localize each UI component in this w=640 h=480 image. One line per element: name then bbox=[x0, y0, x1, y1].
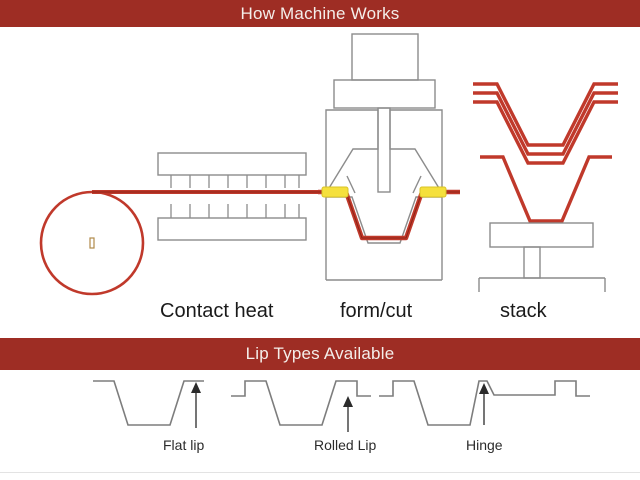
pedestal-cup-outline bbox=[480, 155, 612, 223]
upper-heater-plate-group bbox=[157, 152, 307, 188]
hinge-outline bbox=[379, 380, 590, 426]
lower-heater-plate-body bbox=[157, 217, 307, 241]
rolled-lip-arrow bbox=[343, 396, 353, 432]
press-head-group bbox=[333, 33, 436, 193]
flat-lip-arrow bbox=[191, 382, 201, 428]
header-title-top: How Machine Works bbox=[240, 3, 400, 23]
pedestal-post bbox=[523, 246, 541, 279]
stacked-cup-3 bbox=[473, 100, 618, 165]
lower-heater-plate-group bbox=[157, 204, 307, 241]
header-band-how-machine-works: How Machine Works bbox=[0, 0, 640, 27]
stacking-pedestal-group bbox=[478, 222, 606, 292]
stacked-cup-1 bbox=[473, 82, 618, 147]
lip-profile-flat bbox=[93, 380, 204, 426]
pedestal-base bbox=[478, 277, 606, 292]
stacked-cup-2 bbox=[473, 91, 618, 156]
rolled-lip-arrow-head bbox=[343, 396, 353, 407]
film-roll-group bbox=[39, 190, 145, 296]
cutting-clamp-group bbox=[321, 186, 447, 198]
header-band-lip-types: Lip Types Available bbox=[0, 338, 640, 370]
film-roll-core-mark bbox=[89, 237, 95, 249]
flat-lip-outline bbox=[93, 380, 204, 426]
header-title-bottom: Lip Types Available bbox=[245, 344, 395, 363]
pedestal-top-plate bbox=[489, 222, 594, 248]
cutting-clamp-left bbox=[321, 186, 349, 198]
stage-label-form-cut: form/cut bbox=[340, 300, 413, 322]
lip-label-hinge: Hinge bbox=[466, 437, 503, 453]
press-ram-shaft bbox=[377, 107, 391, 193]
stacked-cups-group bbox=[473, 82, 618, 165]
upper-heater-plate-body bbox=[157, 152, 307, 176]
rolled-lip-outline bbox=[231, 380, 371, 426]
hinge-arrow bbox=[479, 383, 489, 425]
mold-guide-right bbox=[412, 175, 422, 194]
footer-divider bbox=[0, 472, 640, 473]
pedestal-cup-group bbox=[480, 155, 612, 223]
lip-profile-hinge bbox=[379, 380, 590, 426]
press-head-top-box bbox=[351, 33, 419, 81]
upper-mold-right bbox=[389, 109, 443, 196]
press-head-crossbar bbox=[333, 79, 436, 109]
upper-mold-left bbox=[325, 109, 379, 196]
upper-mold-group bbox=[325, 109, 443, 196]
formed-film-red-shade bbox=[318, 191, 460, 239]
stage-label-stack: stack bbox=[500, 300, 547, 322]
formed-film-red bbox=[318, 189, 460, 241]
cutting-clamp-right bbox=[419, 186, 447, 198]
lip-label-flat-lip: Flat lip bbox=[163, 437, 205, 453]
lip-label-rolled-lip: Rolled Lip bbox=[314, 437, 377, 453]
hinge-arrow-head bbox=[479, 383, 489, 394]
stage-label-contact-heat: Contact heat bbox=[160, 300, 274, 322]
formed-film-group bbox=[318, 189, 460, 241]
mold-guide-left bbox=[346, 175, 356, 194]
film-roll-circle bbox=[39, 190, 145, 296]
lip-profile-rolled bbox=[231, 380, 371, 426]
lower-heater-teeth bbox=[170, 204, 300, 218]
upper-heater-teeth bbox=[170, 175, 300, 188]
flat-lip-arrow-head bbox=[191, 382, 201, 393]
